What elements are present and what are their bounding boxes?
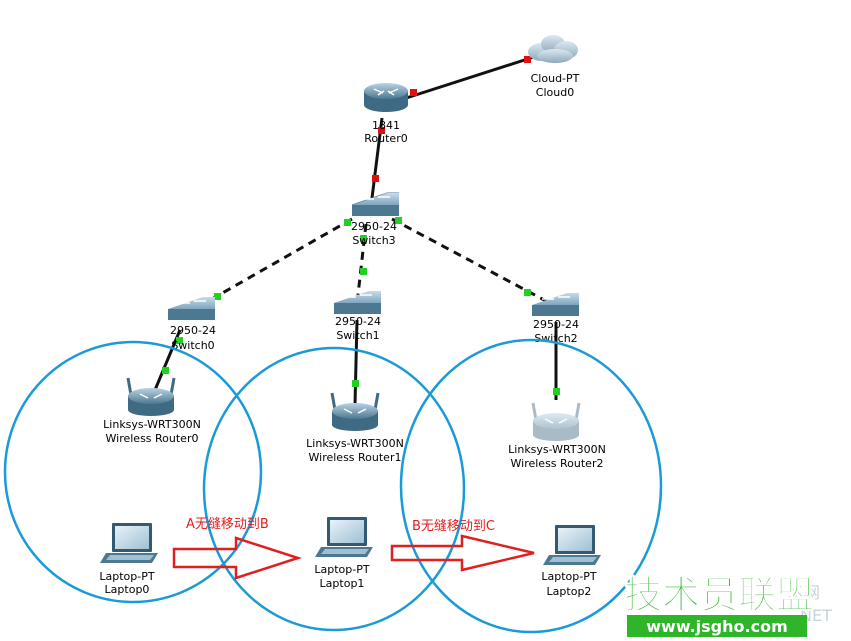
switch1-model: 2950-24 [335,315,381,328]
wr0-model: Linksys-WRT300N [103,418,201,431]
switch2-model: 2950-24 [533,318,579,331]
wr1-name: Wireless Router1 [309,451,402,464]
wireless-coverage [3,338,663,634]
laptop-icon [100,523,158,563]
laptop0-device[interactable]: Laptop-PT Laptop0 [99,523,158,596]
cloud-icon [528,35,578,63]
coverage-circle-c [399,338,663,634]
switch-icon [168,297,215,320]
port-dot [378,127,385,134]
port-dot [524,289,531,296]
wireless-router1-device[interactable]: Linksys-WRT300N Wireless Router1 [306,392,404,464]
roaming-arrows: A无缝移动到B B无缝移动到C [172,517,535,580]
switch0-device[interactable]: 2950-24 Switch0 [168,297,216,352]
watermark-url-bar [627,615,807,637]
switch1-name: Switch1 [336,329,379,342]
cloud0-name: Cloud0 [536,86,574,99]
label-b-to-c: B无缝移动到C [412,519,495,534]
watermark-faint-net: NET [800,606,832,625]
label-a-to-b: A无缝移动到B [186,517,269,532]
router-icon [364,83,408,112]
router0-device[interactable]: 1841 Router0 [364,83,408,145]
port-dot [360,235,367,242]
link-switch3-switch1 [356,223,368,296]
port-dot [176,337,183,344]
router0-name: Router0 [364,132,407,145]
port-dot [395,217,402,224]
watermark-url: www.jsgho.com [646,617,787,636]
switch0-name: Switch0 [171,339,214,352]
wireless-router-icon [531,402,581,441]
wr1-model: Linksys-WRT300N [306,437,404,450]
port-dot [162,367,169,374]
watermark-faint-text: 术网 [788,583,820,602]
arrow-a-to-b [172,536,303,580]
link-router0-cloud0 [399,53,541,102]
laptop2-device[interactable]: Laptop-PT Laptop2 [541,525,601,598]
switch3-model: 2950-24 [351,220,397,233]
link-switch0-wr0 [153,329,182,391]
switch-icon [351,192,400,216]
port-dot [372,175,379,182]
laptop2-name: Laptop2 [547,585,592,598]
laptop0-model: Laptop-PT [99,570,154,583]
wireless-router0-device[interactable]: Linksys-WRT300N Wireless Router0 [103,377,201,445]
laptop-icon [543,525,601,565]
port-dot [344,219,351,226]
port-dot [524,56,531,63]
switch1-device[interactable]: 2950-24 Switch1 [334,291,381,342]
switch3-device[interactable]: 2950-24 Switch3 [351,192,400,247]
switch-icon [334,291,381,314]
laptop1-name: Laptop1 [320,577,365,590]
cloud0-model: Cloud-PT [531,72,580,85]
switch3-name: Switch3 [352,234,395,247]
links [153,53,558,406]
port-dot [410,89,417,96]
link-switch3-switch0 [197,217,353,309]
laptop1-device[interactable]: Laptop-PT Laptop1 [314,517,373,590]
laptop0-name: Laptop0 [105,583,150,596]
port-dot [214,293,221,300]
switch2-device[interactable]: 2950-24 Switch2 [532,293,579,345]
laptop-icon [315,517,373,557]
wr0-name: Wireless Router0 [106,432,199,445]
port-dot [352,380,359,387]
coverage-circle-a [3,340,263,604]
watermark: 术网 NET 技术员联盟 www.jsgho.com [624,573,832,637]
wireless-router-icon [330,392,380,431]
port-dot [360,268,367,275]
coverage-circle-b [202,346,466,632]
arrow-b-to-c [390,534,535,572]
router0-model: 1841 [372,119,400,132]
laptop1-model: Laptop-PT [314,563,369,576]
cloud0-device[interactable]: Cloud-PT Cloud0 [528,35,580,99]
watermark-brand: 技术员联盟 [624,573,814,617]
wireless-router2-device[interactable]: Linksys-WRT300N Wireless Router2 [508,402,606,470]
wr2-model: Linksys-WRT300N [508,443,606,456]
laptop2-model: Laptop-PT [541,570,596,583]
port-dot [553,388,560,395]
switch0-model: 2950-24 [170,324,216,337]
port-indicators [162,56,560,395]
wr2-name: Wireless Router2 [511,457,604,470]
link-switch1-wr1 [353,319,359,406]
link-switch3-switch2 [391,217,549,304]
switch-icon [532,293,579,316]
wireless-router-icon [126,377,176,416]
